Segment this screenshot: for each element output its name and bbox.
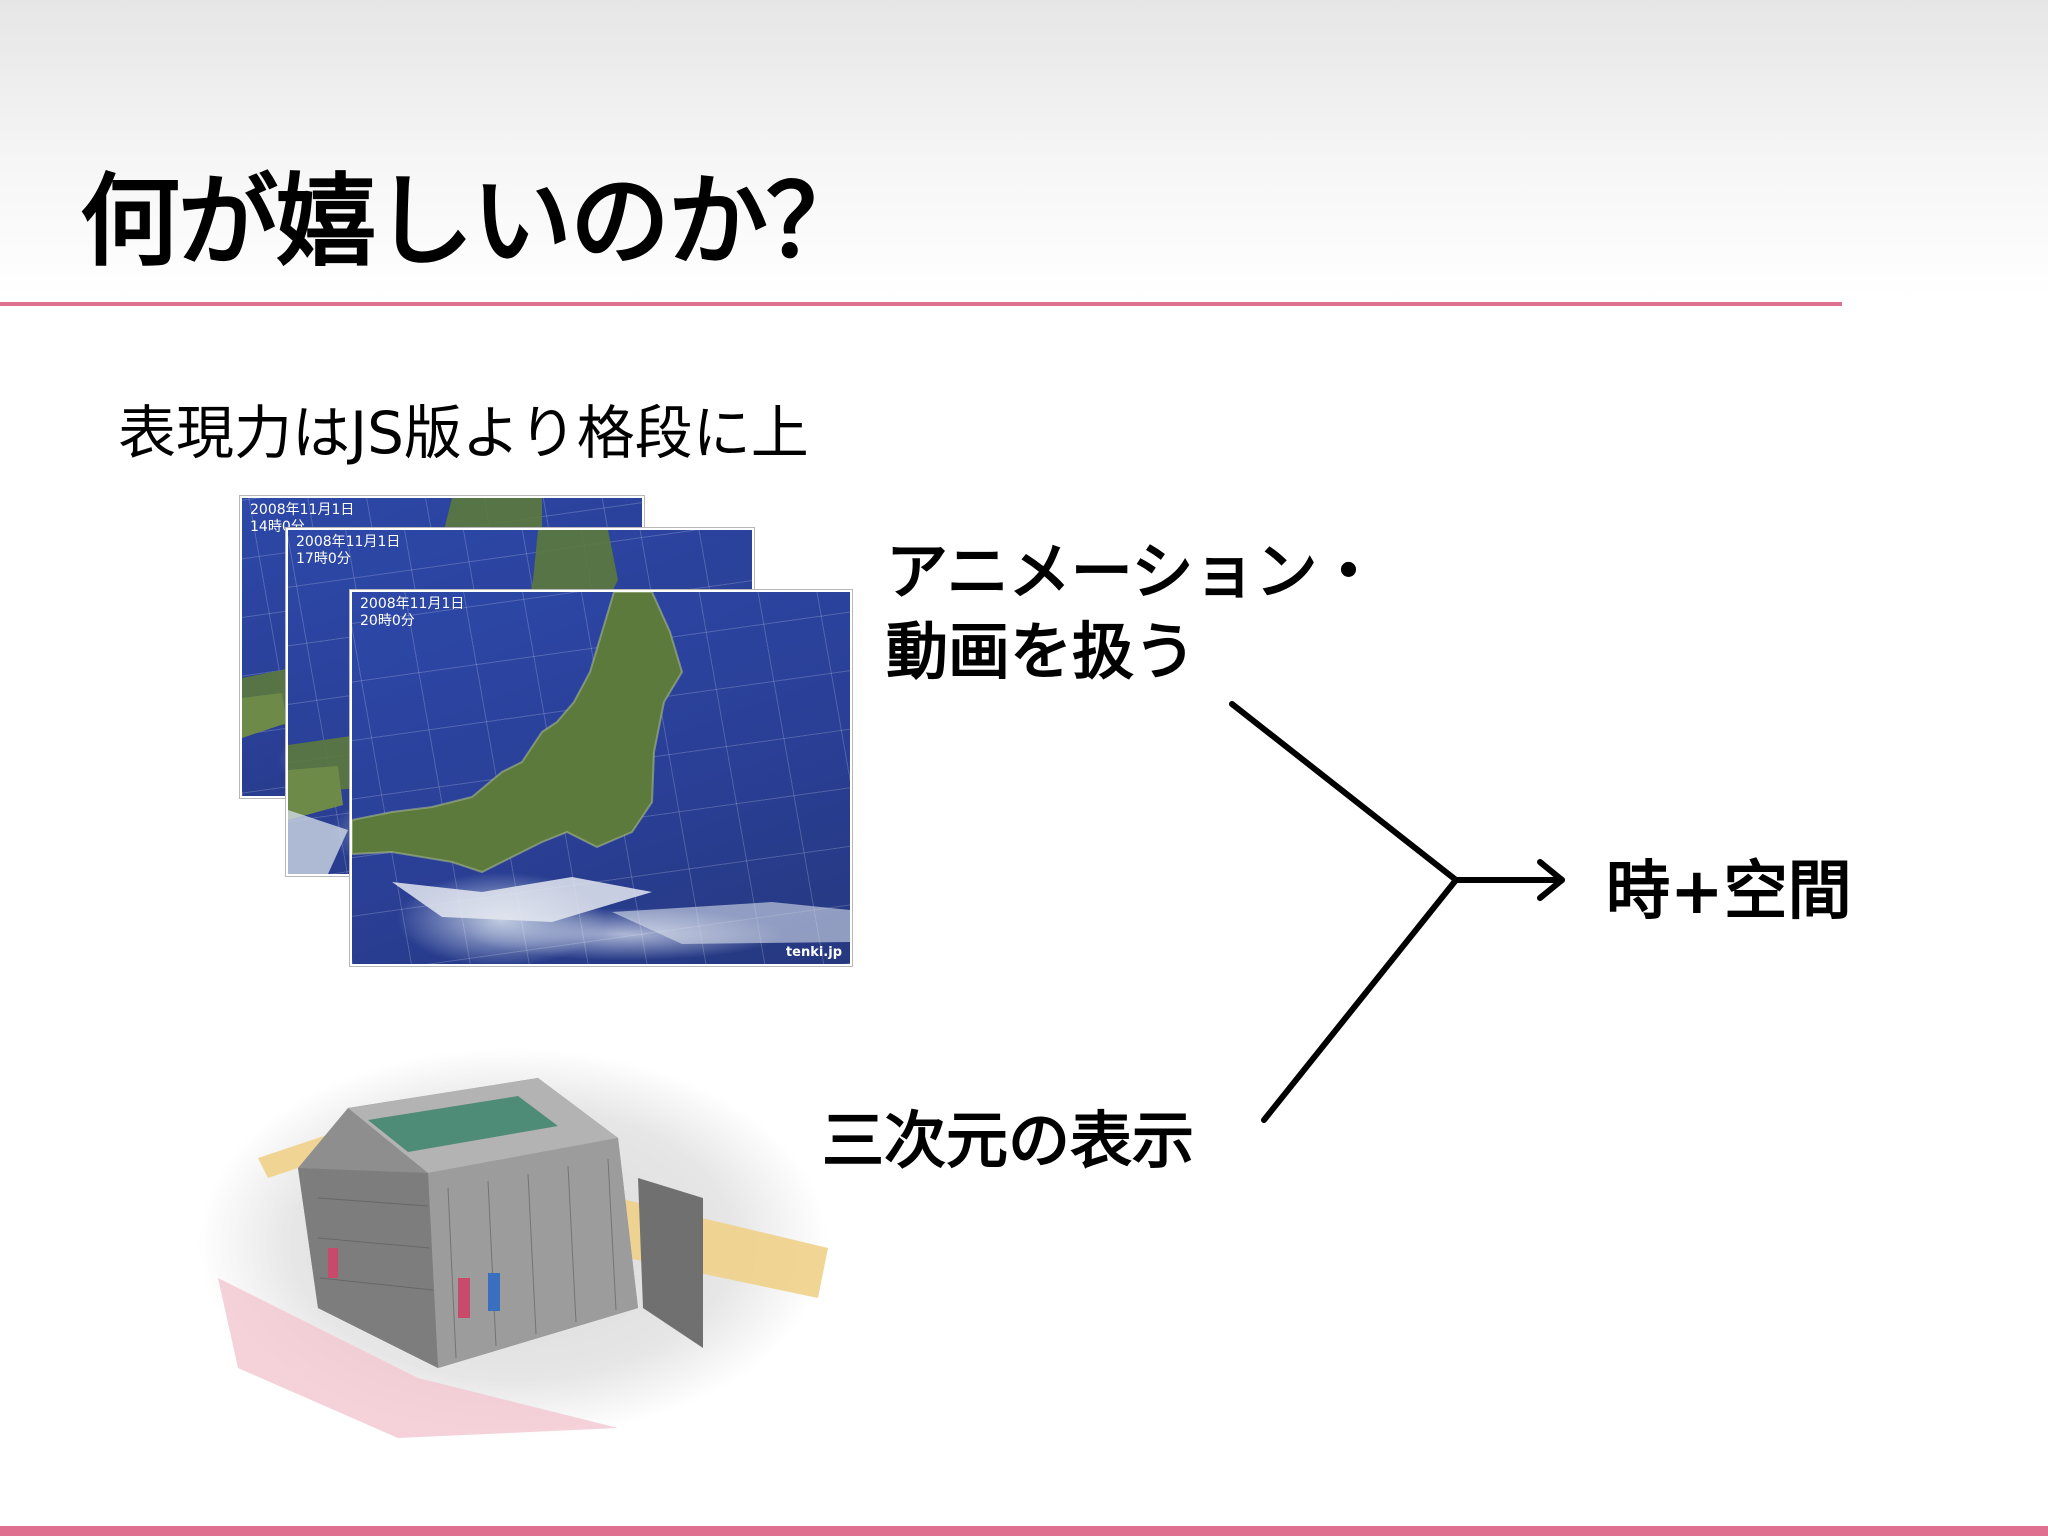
connector-upper-line <box>1229 701 1459 883</box>
frame-timestamp: 2008年11月1日 14時0分 <box>250 502 354 536</box>
frame-date: 2008年11月1日 <box>296 534 401 550</box>
header-band <box>0 0 2048 300</box>
connector-lower-line <box>1261 877 1459 1123</box>
image-credit: tenki.jp <box>785 945 842 960</box>
frame-time: 17時0分 <box>296 551 351 567</box>
animation-label-line2: 動画を扱う <box>886 615 1197 688</box>
frame-date: 2008年11月1日 <box>360 596 465 612</box>
frame-date: 2008年11月1日 <box>250 502 355 518</box>
footer-divider <box>0 1526 2048 1536</box>
frame-timestamp: 2008年11月1日 20時0分 <box>360 596 464 630</box>
weather-frame-3: 2008年11月1日 20時0分 tenki.jp <box>350 590 852 966</box>
slide-title: 何が嬉しいのか？ <box>80 162 866 280</box>
three-d-label: 三次元の表示 <box>822 1104 1195 1177</box>
frame-time: 20時0分 <box>360 613 415 629</box>
arrow-head-icon <box>1537 859 1565 901</box>
animation-label-line1: アニメーション・ <box>886 535 1380 608</box>
building-3d-illustration <box>198 1048 828 1438</box>
japan-map-image <box>352 592 850 944</box>
result-label: 時+空間 <box>1606 855 1852 929</box>
animation-label: アニメーション・ 動画を扱う <box>886 532 1380 692</box>
slide-subtitle: 表現力はJS版より格段に上 <box>118 399 809 467</box>
title-divider <box>0 302 1842 306</box>
frame-timestamp: 2008年11月1日 17時0分 <box>296 534 400 568</box>
building-3d-image <box>198 1048 828 1438</box>
